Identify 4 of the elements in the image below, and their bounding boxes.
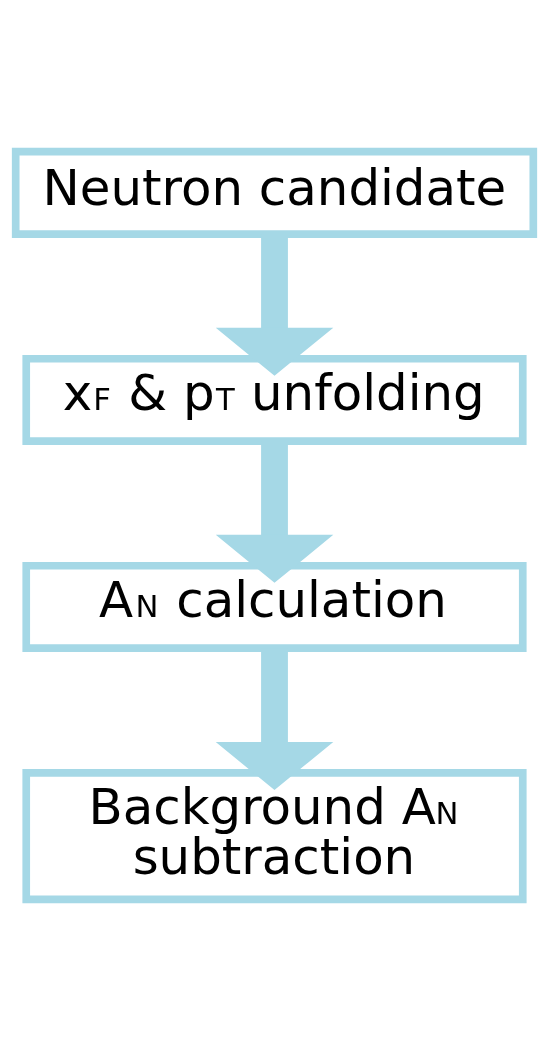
node-box: Neutron candidate: [11, 147, 538, 238]
node-box: Background AN subtraction: [22, 768, 527, 904]
node-box: xF & pT unfolding: [22, 354, 527, 445]
node-box: AN calculation: [22, 561, 527, 653]
